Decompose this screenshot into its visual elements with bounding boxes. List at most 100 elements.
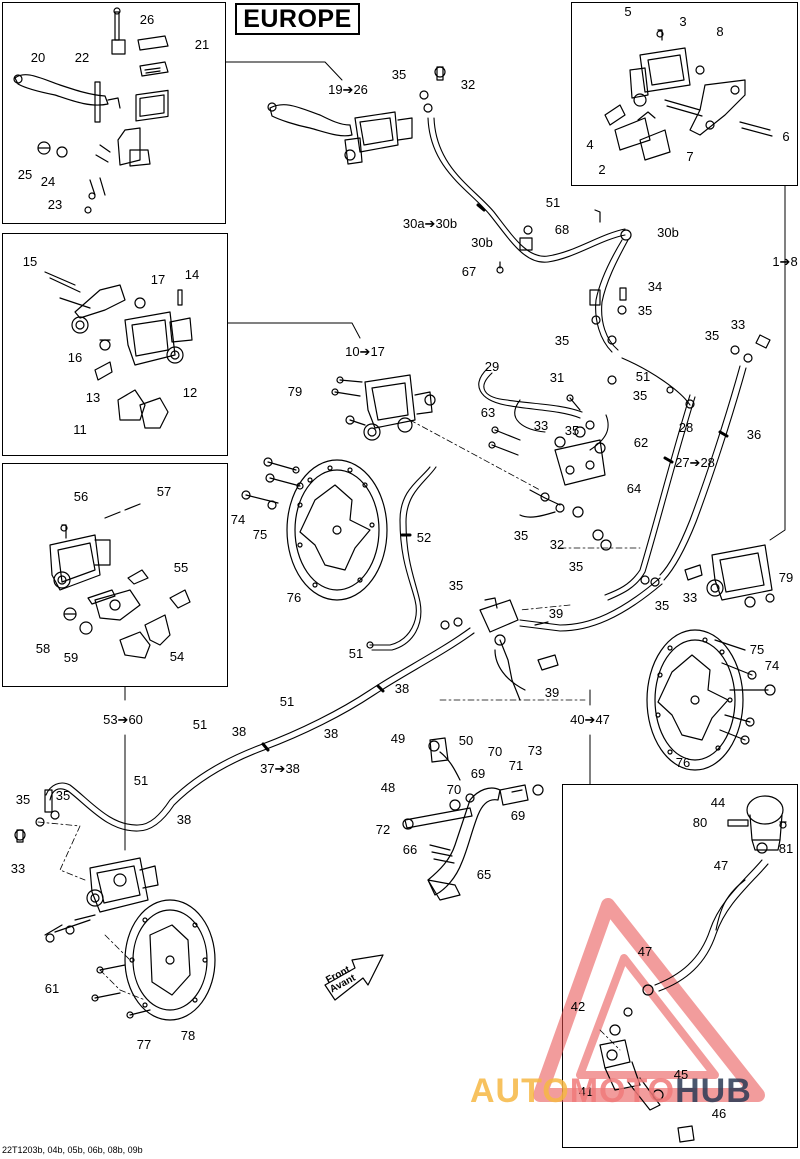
- callout: 13: [85, 390, 101, 405]
- callout: 51: [348, 646, 364, 661]
- callout: 61: [44, 981, 60, 996]
- callout: 17: [150, 272, 166, 287]
- callout: 23: [47, 197, 63, 212]
- callout: 1➔8: [772, 254, 798, 269]
- callout: 38: [394, 681, 410, 696]
- callout: 22: [74, 50, 90, 65]
- front-caliper-main: [331, 374, 436, 441]
- callout: 5: [624, 4, 632, 19]
- callout: 39: [544, 685, 560, 700]
- watermark-part1: AUTO: [470, 1072, 570, 1110]
- callout: 35: [637, 303, 653, 318]
- callout: 27➔28: [675, 455, 715, 470]
- watermark-part3: HUB: [675, 1072, 752, 1110]
- callout: 30b: [471, 235, 493, 250]
- callout: 62: [633, 435, 649, 450]
- callout: 69: [470, 766, 486, 781]
- callout: 6: [782, 129, 790, 144]
- callout: 70: [487, 744, 503, 759]
- callout: 11: [73, 422, 87, 437]
- callout: 52: [416, 530, 432, 545]
- callout: 74: [230, 512, 246, 527]
- callout: 8: [716, 24, 724, 39]
- callout: 64: [626, 481, 642, 496]
- brake-disc-upper: [286, 459, 388, 601]
- brake-junction-block: [488, 394, 612, 551]
- callout: 25: [17, 167, 33, 182]
- callout: 51: [545, 195, 561, 210]
- leader-lines: [124, 61, 786, 851]
- callout: 35: [704, 328, 720, 343]
- callout: 76: [286, 590, 302, 605]
- callout: 19➔26: [328, 82, 368, 97]
- callout: 51: [133, 773, 149, 788]
- callout: 49: [390, 731, 406, 746]
- callout: 32: [460, 77, 476, 92]
- rear-caliper-left-parts: [49, 503, 191, 659]
- callout: 30b: [657, 225, 679, 240]
- callout: 35: [513, 528, 529, 543]
- callout: 40➔47: [570, 712, 610, 727]
- center-junction: [366, 597, 559, 701]
- callout: 80: [692, 815, 708, 830]
- callout: 81: [778, 841, 794, 856]
- rear-caliper-top-parts: [604, 29, 773, 161]
- callout: 58: [35, 641, 51, 656]
- callout: 55: [173, 560, 189, 575]
- callout: 51: [279, 694, 295, 709]
- callout: 34: [647, 279, 663, 294]
- callout: 37➔38: [260, 761, 300, 776]
- front-arrow-icon: [324, 954, 384, 1001]
- callout: 69: [510, 808, 526, 823]
- callout: 41: [578, 1084, 594, 1099]
- callout: 33: [10, 861, 26, 876]
- callout: 73: [527, 743, 543, 758]
- callout: 79: [287, 384, 303, 399]
- callout: 35: [564, 423, 580, 438]
- callout: 47: [713, 858, 729, 873]
- callout: 31: [549, 370, 565, 385]
- callout: 35: [654, 598, 670, 613]
- callout: 48: [380, 780, 396, 795]
- callout: 38: [176, 812, 192, 827]
- callout: 33: [682, 590, 698, 605]
- rear-master-cylinder-parts: [599, 795, 787, 1143]
- callout: 35: [568, 559, 584, 574]
- callout: 72: [375, 822, 391, 837]
- callout: 44: [710, 795, 726, 810]
- callout: 74: [764, 658, 780, 673]
- callout: 50: [458, 733, 474, 748]
- callout: 71: [508, 758, 524, 773]
- callout: 35: [632, 388, 648, 403]
- callout: 2: [598, 162, 606, 177]
- callout: 51: [192, 717, 208, 732]
- callout: 10➔17: [345, 344, 385, 359]
- callout: 46: [711, 1106, 727, 1121]
- callout: 38: [323, 726, 339, 741]
- callout: 36: [746, 427, 762, 442]
- disc-bolts: [91, 457, 776, 1019]
- callout: 57: [156, 484, 172, 499]
- callout: 66: [402, 842, 418, 857]
- callout: 4: [586, 137, 594, 152]
- callout: 15: [22, 254, 38, 269]
- callout: 16: [67, 350, 83, 365]
- callout: 54: [169, 649, 185, 664]
- callout: 75: [252, 527, 268, 542]
- callout: 68: [554, 222, 570, 237]
- callout: 56: [73, 489, 89, 504]
- callout: 12: [182, 385, 198, 400]
- callout: 14: [184, 267, 200, 282]
- callout: 20: [30, 50, 46, 65]
- reference-code: 22T1203b, 04b, 05b, 06b, 08b, 09b: [2, 1145, 143, 1155]
- brake-disc-right: [646, 629, 744, 771]
- callout: 63: [480, 405, 496, 420]
- callout: 65: [476, 867, 492, 882]
- callout: 76: [675, 755, 691, 770]
- callout: 38: [231, 724, 247, 739]
- callout: 33: [730, 317, 746, 332]
- callout: 53➔60: [103, 712, 143, 727]
- watermark-logo: AUTOMOTOHUB: [470, 1072, 752, 1111]
